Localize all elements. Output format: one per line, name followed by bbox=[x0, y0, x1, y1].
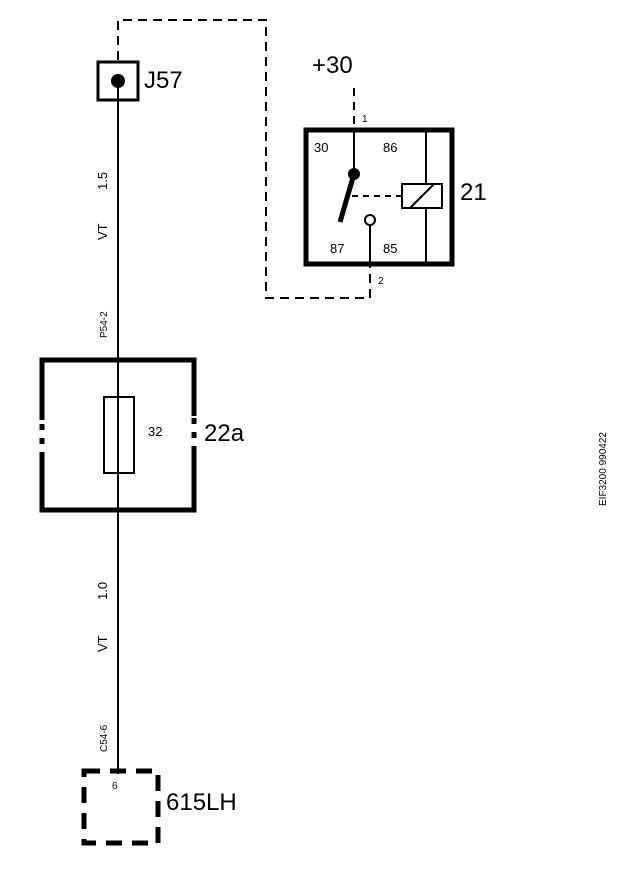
relay-pin-87: 87 bbox=[330, 241, 344, 256]
fuse-box-outline bbox=[39, 357, 197, 513]
supply-label: +30 bbox=[312, 52, 353, 79]
relay-switch-arm bbox=[337, 173, 357, 223]
component-615lh-pin: 6 bbox=[112, 781, 118, 792]
j57-label: J57 bbox=[144, 67, 183, 94]
relay-contact-87 bbox=[364, 214, 376, 226]
wire-lower-color: VT bbox=[95, 635, 110, 652]
relay-terminal-1: 1 bbox=[362, 114, 368, 125]
wire-upper-connector: P54-2 bbox=[99, 311, 110, 338]
relay-pin-86: 86 bbox=[383, 140, 397, 155]
wire-upper-color: VT bbox=[95, 223, 110, 240]
dashed-loop-wire bbox=[117, 19, 371, 299]
relay-coil-diagonal bbox=[409, 183, 435, 209]
wire-lower-size: 1.0 bbox=[95, 582, 110, 600]
wire-upper-size: 1.5 bbox=[95, 172, 110, 190]
relay-pin-85: 85 bbox=[383, 241, 397, 256]
wire-lower-connector: C54-6 bbox=[99, 724, 110, 752]
component-615lh-label: 615LH bbox=[166, 789, 237, 816]
relay-box bbox=[303, 127, 455, 267]
relay-pin-30: 30 bbox=[314, 140, 328, 155]
relay-label: 21 bbox=[460, 179, 487, 206]
component-615lh-box bbox=[81, 768, 161, 846]
fuse-number: 32 bbox=[148, 424, 162, 439]
drawing-id: EIF3200 990422 bbox=[598, 432, 609, 506]
fuse-box-label: 22a bbox=[204, 420, 245, 447]
relay-terminal-2: 2 bbox=[378, 276, 384, 287]
